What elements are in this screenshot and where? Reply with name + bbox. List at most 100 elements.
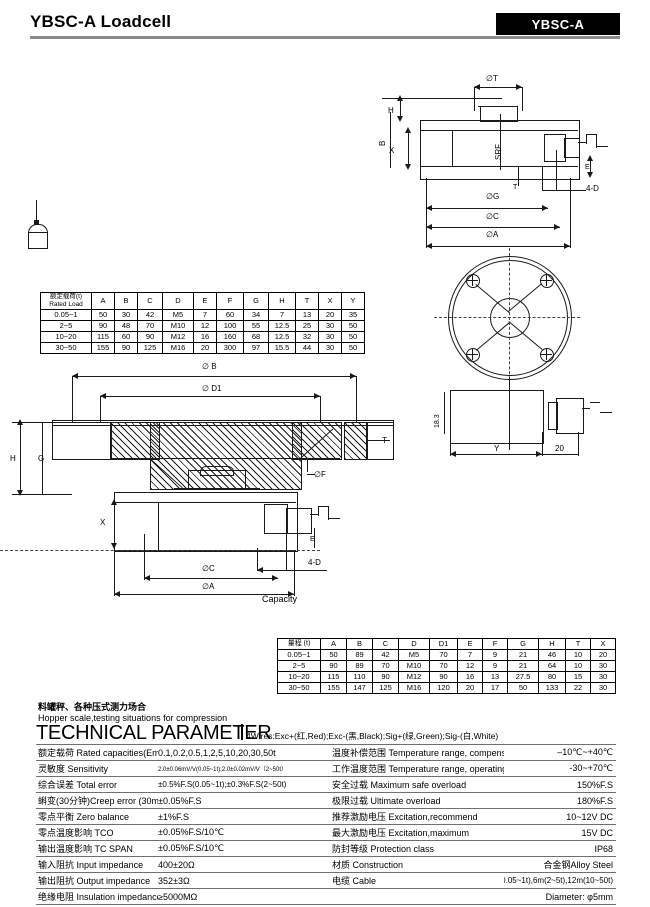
cell: 7 [457,649,483,661]
param-label-en: Temperature range, operating [388,763,504,774]
col-G: G [243,292,269,310]
cell: 50 [507,682,539,694]
cell: 7 [268,309,296,321]
dim-label-SRF: SRF [494,144,503,160]
col-E: E [457,638,483,650]
cell: 70 [429,649,458,661]
param-value: 10~12V DC [566,811,613,822]
cell: 9 [482,660,508,672]
cell: 21 [507,649,539,661]
dimension-table-rated-load: 额定载荷(t) Rated Load A B C D E F G H T X Y… [40,292,365,354]
param-value: 合金钢Alloy Steel [543,860,613,870]
param-value: Diameter: φ5mm [545,891,613,902]
row-load: 10~20 [40,331,92,343]
param-label-en: Temperature range, compensated [388,747,504,758]
cell: 15 [565,671,591,683]
col-D: D [398,638,430,650]
cell: 25 [295,320,319,332]
cell: 30 [114,309,138,321]
param-value: ±0.05%F.S/10℃ [158,843,225,853]
param-label-en: Output impedance [76,875,151,886]
param-value: -30~+70℃ [569,763,613,773]
param-value: ≥5000MΩ [158,891,198,902]
table-row: 10~20 115 110 90 M12 90 16 13 27.5 80 15… [277,671,616,683]
cell: 50 [320,649,347,661]
loadcell-icon [20,200,60,250]
dim-label-dia-B: ∅ B [202,362,217,371]
dim-label-X-main: X [100,518,106,527]
cell: 90 [320,660,347,672]
param-value: Length:3m(0.05~1t),6m(2~5t),12m(10~50t) [504,876,613,885]
dim-label-E-main: E [310,536,315,543]
table2-header-cn: 量程 (t) [277,638,321,650]
dim-label-20: 20 [555,444,564,453]
param-label-en: Input impedance [76,859,144,870]
bolt-hole [540,348,554,362]
col-T: T [295,292,319,310]
param-row: 灵敏度 Sensitivity 2.0±0.06mV/V(0.05~1t);2.… [36,760,616,776]
param-label: 零点温度影响 TCO [36,825,158,840]
col-C: C [372,638,399,650]
param-label-cn: 工作温度范围 [332,764,387,774]
col-B: B [114,292,138,310]
cell: 12 [193,320,217,332]
cell: 12.5 [268,331,296,343]
cell: 30 [590,682,616,694]
param-label-cn: 零点平衡 [38,812,75,822]
cell: 10 [565,660,591,672]
param-value: 2.0±0.06mV/V(0.05~1t);2.0±0.02mV/V（2~50t… [158,767,287,773]
row-load: 0.05~1 [277,649,321,661]
param-value: 15V DC [581,827,613,838]
param-label-en: TC SPAN [94,843,133,854]
cell: 70 [137,320,163,332]
col-Y: Y [341,292,365,310]
cell: 30 [590,660,616,672]
param-label-cn: 零点温度影响 [38,828,93,838]
bolt-hole [540,274,554,288]
param-label: 安全过载 Maximum safe overload [326,777,504,792]
cell: 120 [429,682,458,694]
param-label-en: Sensitivity [67,763,109,774]
cell: 70 [372,660,399,672]
col-X: X [590,638,616,650]
application-cn: 料罐秤、各种压式测力场合 [38,702,147,712]
cell: 12 [457,660,483,672]
cell: 44 [295,342,319,354]
param-label-en: Ultimate overload [370,795,441,806]
cell: 90 [91,320,115,332]
param-label-en: TCO [94,827,114,838]
param-label-cn: 输出阻抗 [38,876,75,886]
col-D: D [162,292,194,310]
col-C: C [137,292,163,310]
cell: 60 [114,331,138,343]
drawing-main-section: ∅ B ∅ D1 ∅F T H G [0,362,394,600]
application-en: Hopper scale,testing situations for comp… [38,713,228,723]
col-X: X [318,292,342,310]
param-label: 绝缘电阻 Insulation impedance [36,889,158,904]
cell: 300 [216,342,244,354]
param-label-en: Total error [76,779,118,790]
param-label: 材质 Construction [326,857,504,872]
cell: 97 [243,342,269,354]
param-label: 推荐激励电压 Excitation,recommend [326,809,504,824]
param-label: 防封等级 Protection class [326,841,504,856]
cell: M16 [398,682,430,694]
cell: 160 [216,331,244,343]
dim-label-dia-G: ∅G [486,192,500,201]
cell: M12 [162,331,194,343]
row-load: 0.05~1 [40,309,92,321]
cell: 155 [91,342,115,354]
param-label-cn: 极限过载 [332,796,369,806]
cell: M5 [162,309,194,321]
cell: M16 [162,342,194,354]
cell: 115 [320,671,347,683]
cell: 55 [243,320,269,332]
cell: 32 [295,331,319,343]
cell: 20 [590,649,616,661]
dim-label-capacity: Capacity [262,594,298,604]
cell: 30 [318,342,342,354]
cell: 16 [193,331,217,343]
cell: 50 [91,309,115,321]
cell: 64 [538,660,566,672]
param-label-en: Rated capacities(Emax) [76,747,158,758]
